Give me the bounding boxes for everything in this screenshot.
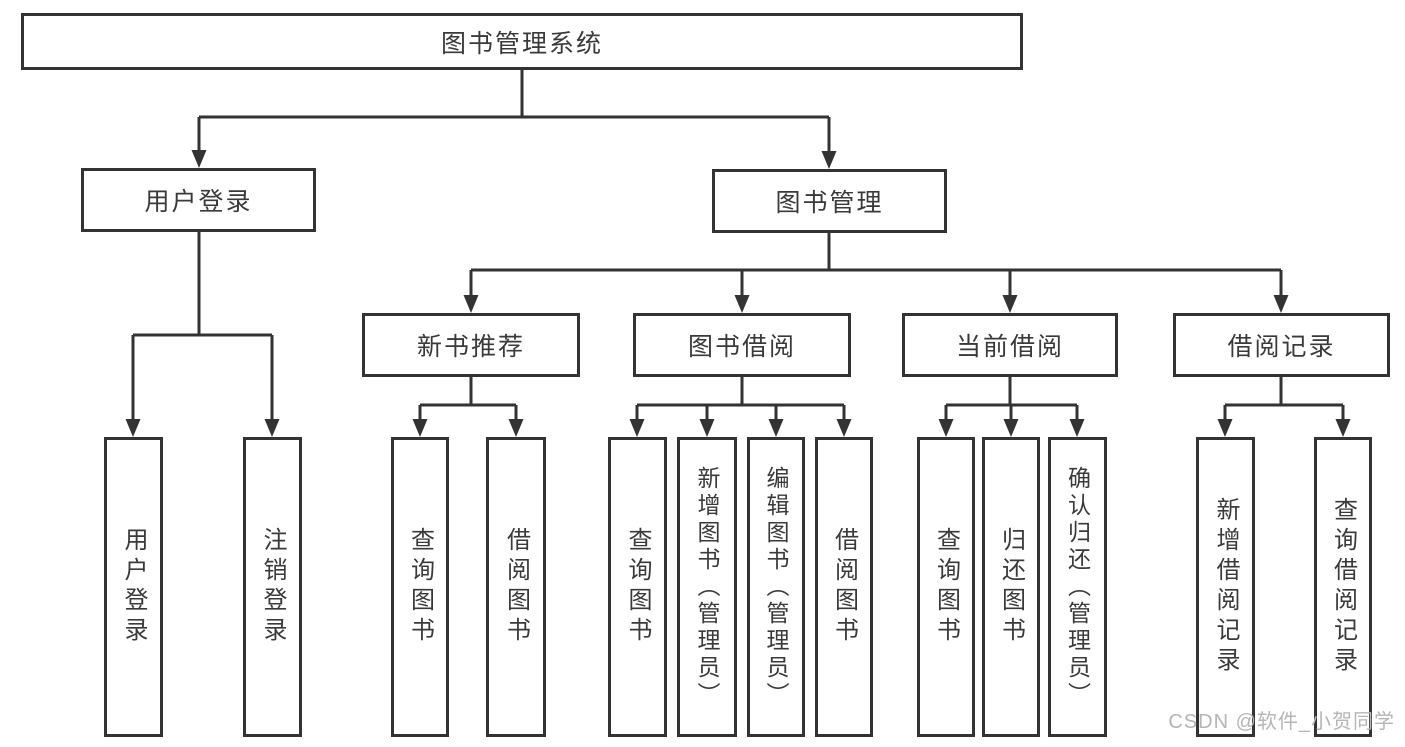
node-new-book-recommend: 新书推荐 <box>362 313 580 377</box>
leaf-logout-login: 注销登录 <box>243 437 302 737</box>
leaf-current-return-book: 归还图书 <box>982 437 1040 737</box>
leaf-borrow-edit-book-admin: 编辑图书（管理员） <box>747 437 805 737</box>
leaf-recommend-query-book: 查询图书 <box>391 437 449 737</box>
node-library-management-system: 图书管理系统 <box>21 13 1023 70</box>
leaf-borrow-query-book: 查询图书 <box>608 437 667 737</box>
leaf-user-login: 用户登录 <box>104 437 163 737</box>
node-borrow-record: 借阅记录 <box>1173 313 1390 377</box>
node-book-management: 图书管理 <box>712 169 947 233</box>
leaf-record-query-borrow-record: 查询借阅记录 <box>1314 437 1372 737</box>
node-book-borrow: 图书借阅 <box>633 313 851 377</box>
leaf-current-query-book: 查询图书 <box>917 437 975 737</box>
leaf-record-add-borrow-record: 新增借阅记录 <box>1196 437 1255 737</box>
csdn-watermark: CSDN @软件_小贺同学 <box>1168 711 1395 733</box>
node-current-borrow: 当前借阅 <box>902 313 1118 377</box>
leaf-recommend-borrow-book: 借阅图书 <box>486 437 546 737</box>
node-user-login: 用户登录 <box>81 168 316 232</box>
leaf-current-confirm-return-admin: 确认归还（管理员） <box>1048 437 1107 737</box>
leaf-borrow-add-book-admin: 新增图书（管理员） <box>677 437 737 737</box>
leaf-borrow-borrow-book: 借阅图书 <box>815 437 873 737</box>
